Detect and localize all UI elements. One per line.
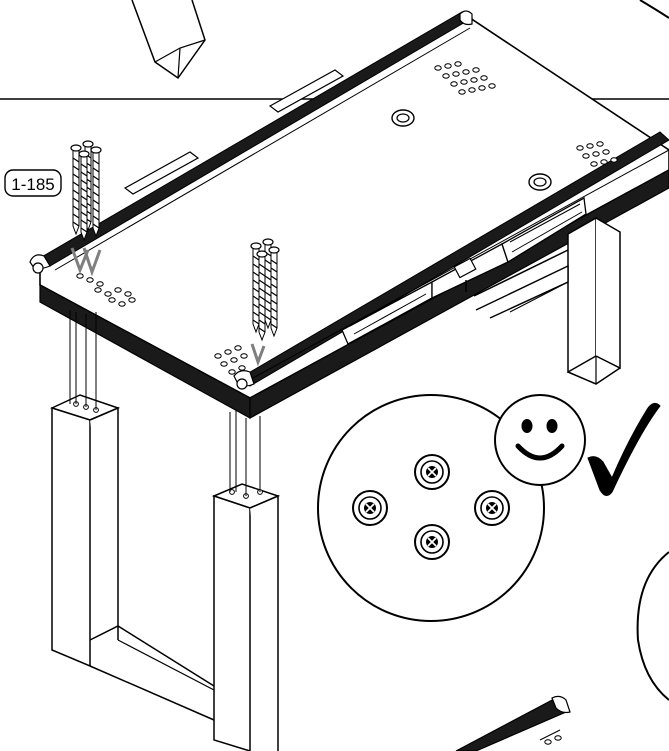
leg-icon (131, 0, 206, 80)
alignment-guides (69, 310, 261, 496)
screw-group (70, 140, 102, 277)
foot-pad (391, 109, 415, 127)
screw-icon (90, 146, 102, 237)
screw-icon (78, 150, 90, 241)
screw-head-icon (414, 454, 450, 490)
smiley-icon (494, 394, 586, 486)
leg-icon (473, 216, 621, 385)
screw-head-icon (414, 524, 450, 560)
part-label-text: 1-185 (11, 175, 54, 194)
slide-rail-icon (341, 196, 587, 345)
screw-icon (70, 144, 82, 235)
detail-callout (317, 394, 545, 622)
insert-arrow (250, 343, 266, 367)
screw-icon (268, 246, 280, 337)
table-top (29, 10, 669, 420)
foot-pad (528, 173, 552, 191)
screw-icon (256, 250, 268, 341)
insert-arrow (70, 247, 102, 277)
screw-head-icon (474, 490, 510, 526)
screw-group (250, 238, 280, 367)
detail-circle-fragment (636, 551, 669, 701)
detail-circle-fragment (639, 0, 669, 19)
checkmark-icon (587, 402, 661, 496)
screw-head-icon (352, 490, 388, 526)
part-label: 1-185 (4, 169, 62, 197)
leg-icon (49, 394, 281, 751)
table-top-fragment (455, 695, 571, 751)
